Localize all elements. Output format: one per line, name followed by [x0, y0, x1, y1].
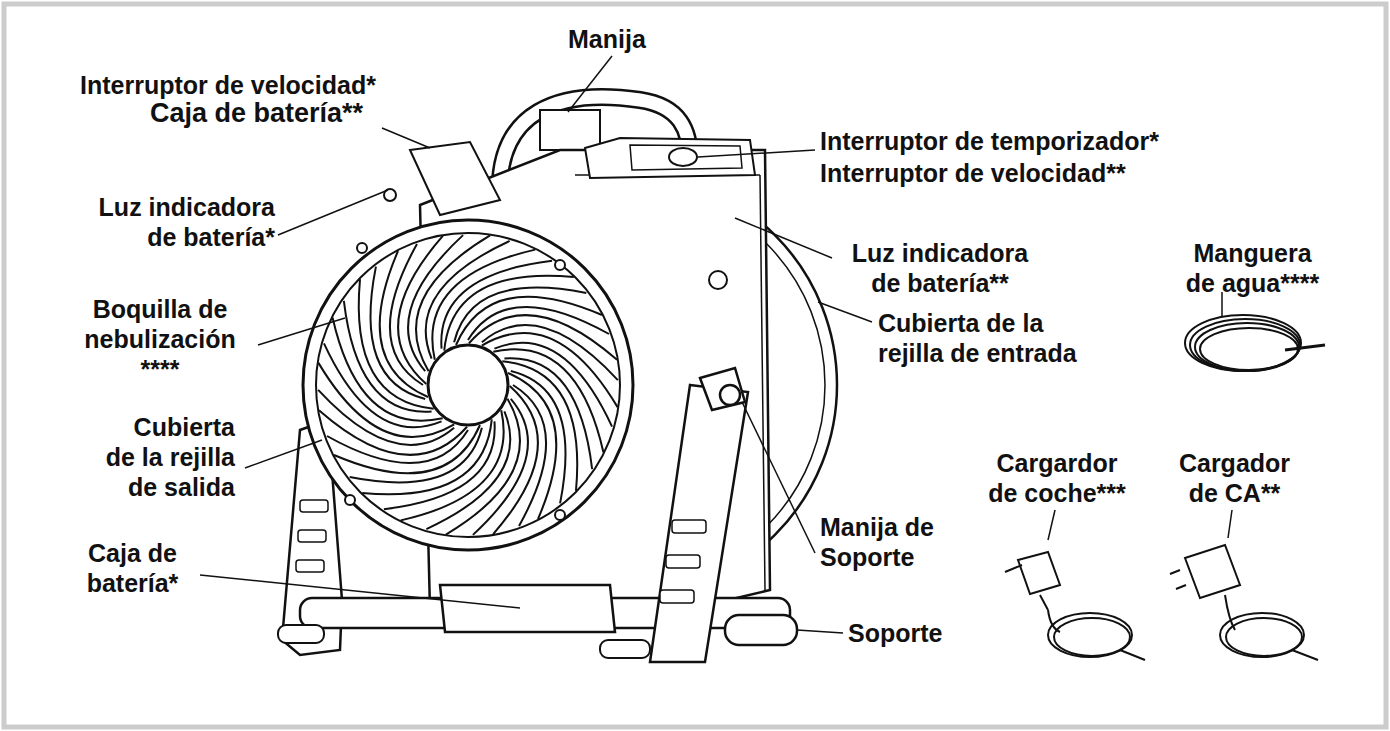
frame-border — [4, 4, 1386, 727]
part-label: Manija de Soporte — [820, 512, 970, 572]
speed-switch-box — [410, 142, 500, 215]
leader-line — [735, 218, 832, 258]
timer-knob — [669, 148, 697, 166]
leg-slot — [666, 555, 700, 568]
blade — [380, 244, 428, 397]
leg-slot — [300, 500, 328, 512]
leader-line — [1048, 510, 1055, 540]
leader-line — [698, 150, 815, 157]
leader-lines — [200, 56, 1232, 633]
leader-line — [1228, 510, 1232, 538]
ac-charger-prong — [1170, 570, 1186, 589]
battery-box — [440, 585, 615, 632]
part-label: Cargardor de coche*** — [982, 448, 1132, 508]
part-label: Manguera de agua**** — [1180, 238, 1325, 298]
control-panel — [630, 145, 742, 170]
leader-line — [200, 575, 520, 608]
blade — [456, 297, 609, 345]
ac-charger-cord-end — [1225, 595, 1318, 660]
car-charger-cord-end — [1048, 610, 1145, 660]
part-label: Caja de batería* — [70, 538, 195, 598]
screw — [555, 260, 565, 270]
support-knob-center — [720, 385, 740, 405]
car-charger-cord — [1054, 618, 1130, 656]
outlet-grille — [303, 220, 633, 550]
leader-line — [258, 318, 345, 345]
blade — [377, 410, 529, 539]
fan-blades — [302, 219, 634, 551]
part-label: Cargador de CA** — [1162, 448, 1307, 508]
part-label: Interruptor de velocidad** — [820, 158, 1126, 188]
car-charger-tip — [1005, 565, 1048, 610]
handle-grip — [540, 110, 600, 150]
part-label: Soporte — [848, 618, 942, 648]
leg-slot — [298, 530, 326, 542]
hub — [428, 345, 508, 425]
part-label: Cubierta de la rejilla de entrada — [878, 308, 1103, 368]
leader-line — [568, 56, 612, 112]
part-label: Luz indicadora de batería* — [70, 192, 275, 252]
blade — [314, 294, 443, 446]
ac-charger-cord — [1220, 613, 1304, 657]
blade — [406, 231, 558, 360]
foot — [278, 625, 324, 643]
leader-line — [742, 402, 815, 553]
hose-coil — [1185, 315, 1301, 371]
leader-line — [382, 128, 430, 148]
hose-end — [1285, 345, 1325, 350]
blade — [327, 425, 480, 473]
car-charger-plug — [1018, 552, 1060, 594]
screw — [345, 495, 355, 505]
hose-coil — [1200, 328, 1298, 370]
support-foot — [725, 615, 797, 645]
blade — [502, 346, 595, 506]
outlet-grille-rim — [316, 233, 620, 537]
leg-slot — [672, 520, 706, 533]
screw — [357, 243, 367, 253]
leg-slot — [296, 560, 324, 572]
part-label: Luz indicadora de batería** — [835, 238, 1045, 298]
leg-slot — [660, 590, 694, 603]
indicator-light — [709, 271, 727, 289]
ac-charger-plug — [1185, 545, 1240, 598]
leader-line — [278, 190, 388, 235]
leader-line — [245, 440, 322, 468]
part-label: Interruptor de velocidad* — [80, 70, 376, 100]
part-label: Caja de batería** — [150, 98, 363, 128]
control-box — [585, 138, 755, 178]
part-label: Interruptor de temporizador* — [820, 126, 1159, 156]
support-knob — [700, 368, 745, 410]
ac-charger-cord — [1226, 618, 1302, 656]
blade — [493, 323, 622, 475]
foot — [600, 640, 650, 658]
part-label: Boquilla de nebulización **** — [70, 294, 250, 384]
body-edge — [760, 175, 765, 590]
part-label: Manija — [568, 24, 646, 54]
hose-coil — [1195, 323, 1299, 371]
leader-line — [797, 630, 843, 633]
leader-line — [818, 302, 872, 322]
car-charger-cord — [1048, 613, 1132, 657]
part-label: Cubierta de la rejilla de salida — [101, 412, 235, 502]
screw — [555, 510, 565, 520]
hose-coil — [1190, 319, 1300, 371]
